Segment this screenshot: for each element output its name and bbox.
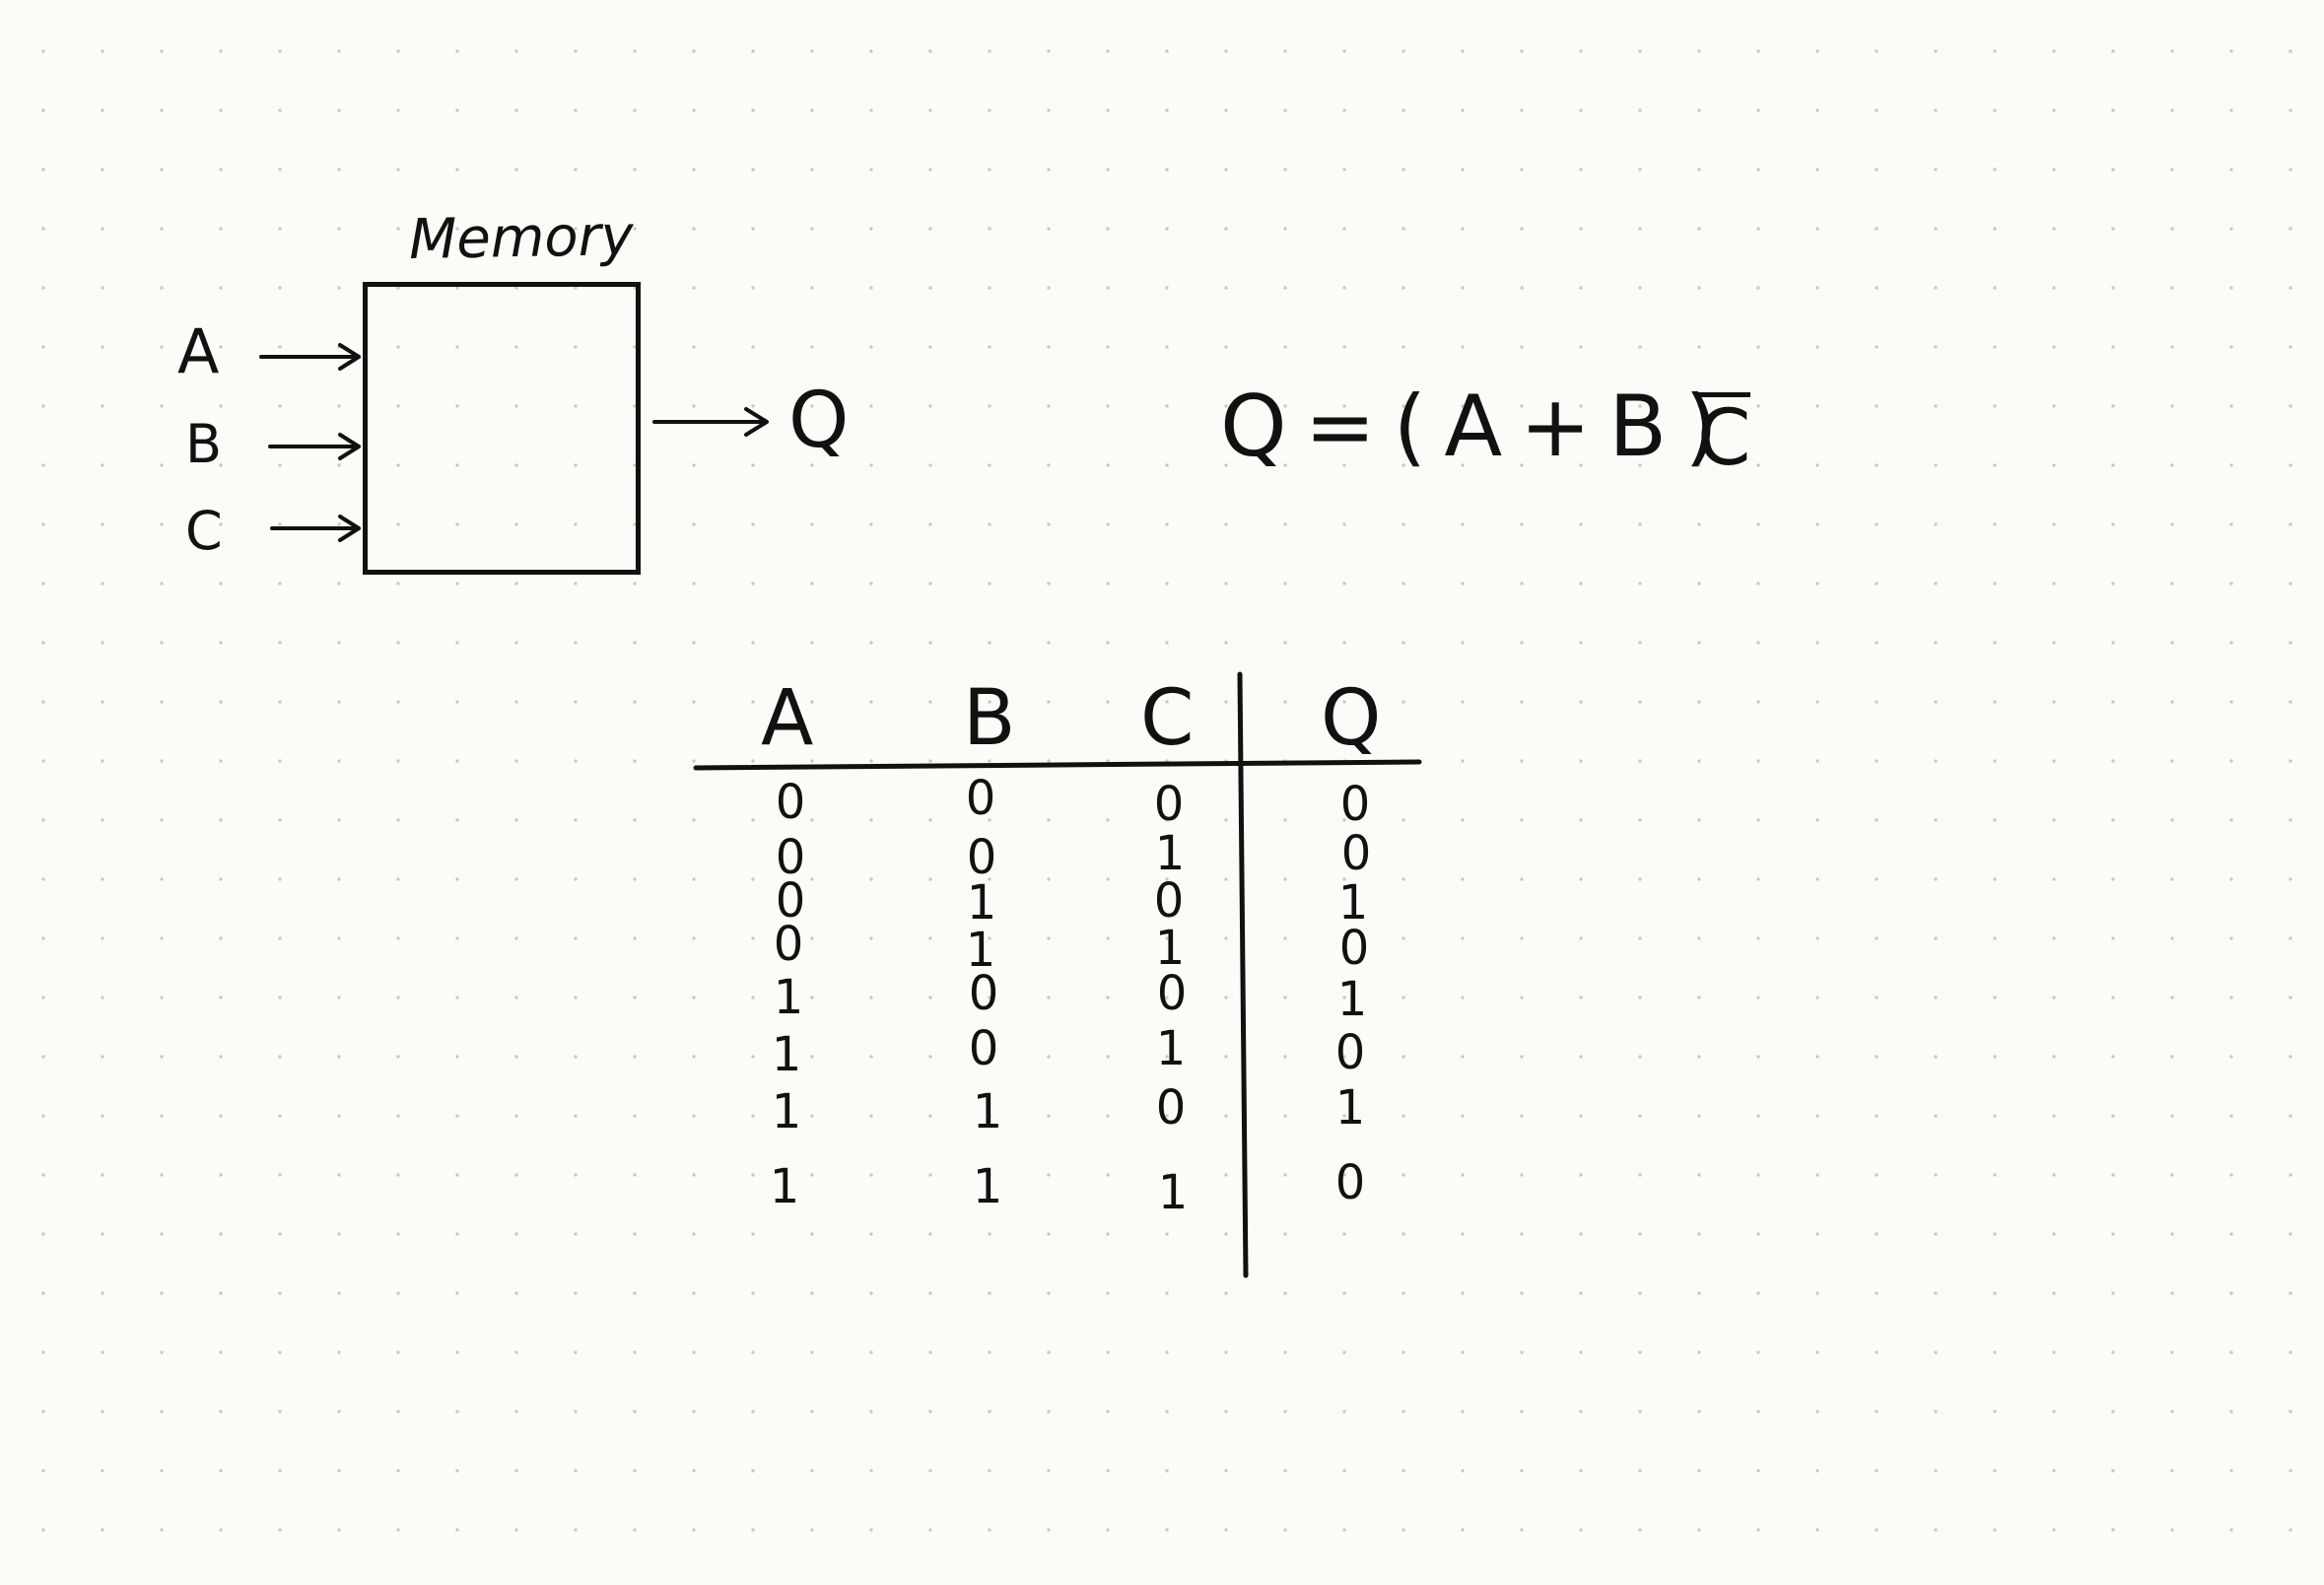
table-cell: 0 — [773, 917, 804, 972]
table-cell: 1 — [1334, 1080, 1366, 1136]
table-header-c: C — [1140, 674, 1195, 763]
memory-box — [363, 282, 641, 575]
table-cell: 1 — [1154, 921, 1186, 976]
table-cell: 1 — [1157, 1165, 1189, 1220]
table-cell: 1 — [1154, 826, 1186, 881]
input-label-b: B — [185, 413, 223, 475]
table-cell: 0 — [1334, 1025, 1366, 1080]
table-cell: 0 — [1340, 826, 1372, 881]
table-cell: 1 — [972, 1084, 1003, 1139]
equation-lhs: Q — [1220, 378, 1305, 476]
table-cell: 1 — [771, 1084, 802, 1139]
table-cell: 1 — [965, 923, 996, 978]
input-label-c: C — [185, 500, 223, 562]
complement-bar — [1695, 392, 1750, 397]
table-cell: 1 — [771, 1027, 802, 1082]
table-cell: 0 — [968, 1021, 999, 1076]
table-output-divider — [1237, 671, 1249, 1278]
equation-group: (A+B) — [1393, 378, 1736, 476]
table-cell: 0 — [1339, 777, 1371, 832]
table-cell: 0 — [968, 966, 999, 1021]
table-cell: 1 — [966, 875, 997, 930]
table-cell: 0 — [775, 830, 806, 885]
table-cell: 0 — [1153, 777, 1185, 832]
table-cell: 1 — [769, 1159, 800, 1214]
equation-complement-term: C — [1697, 394, 1751, 483]
table-cell: 0 — [966, 830, 997, 885]
table-cell: 0 — [1156, 966, 1188, 1021]
table-cell: 0 — [775, 873, 806, 929]
table-header-b: B — [963, 674, 1016, 763]
table-header-q: Q — [1321, 674, 1382, 763]
table-cell: 0 — [965, 771, 996, 826]
input-arrow-a — [259, 343, 361, 371]
input-arrow-b — [268, 433, 361, 460]
table-cell: 0 — [1153, 873, 1185, 929]
table-cell: 1 — [1336, 972, 1368, 1027]
table-cell: 1 — [972, 1159, 1003, 1214]
table-cell: 0 — [1334, 1155, 1366, 1210]
output-arrow — [652, 407, 769, 437]
table-cell: 0 — [775, 775, 806, 830]
input-arrow-c — [270, 515, 361, 542]
memory-title: Memory — [408, 204, 635, 272]
table-cell: 0 — [1338, 921, 1370, 976]
table-cell: 1 — [1155, 1021, 1187, 1076]
table-header-a: A — [761, 674, 814, 763]
table-header-rule — [693, 759, 1422, 771]
output-label-q: Q — [788, 377, 850, 465]
table-cell: 1 — [1337, 875, 1369, 930]
table-cell: 0 — [1155, 1080, 1187, 1136]
table-cell: 1 — [773, 970, 804, 1025]
equation-equals: = — [1304, 378, 1394, 476]
input-label-a: A — [177, 315, 220, 387]
boolean-equation: Q=(A+B) — [1220, 384, 1736, 469]
